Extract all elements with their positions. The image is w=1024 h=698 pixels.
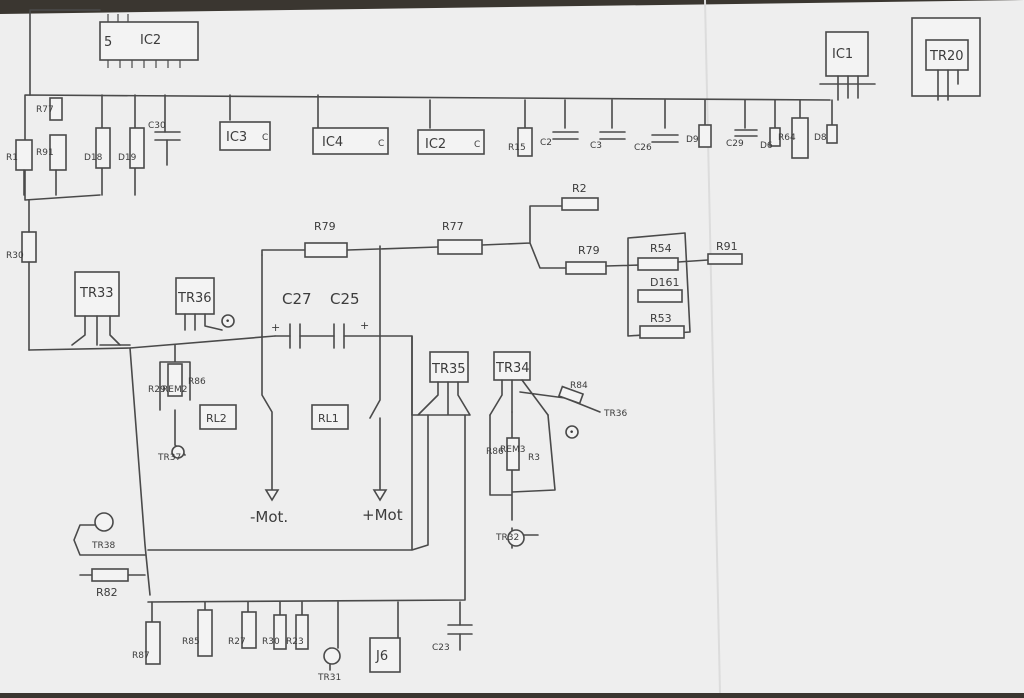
- r1-label: R1: [6, 153, 18, 163]
- c2-label: C2: [540, 138, 552, 148]
- r23-label: R23: [286, 637, 304, 647]
- tr36-label: TR36: [177, 291, 212, 306]
- r64-label: R64: [778, 133, 796, 143]
- tr35-transistor: TR35: [411, 351, 471, 416]
- ic4-c: C: [378, 139, 384, 149]
- minus-mot-label: -Mot.: [250, 508, 288, 526]
- rem-right-label: REM3: [500, 445, 525, 455]
- tr36-transistor: TR36 •: [175, 277, 235, 331]
- left-resistor-column: R1 R77 R91 R30: [6, 97, 67, 351]
- r87-label: R87: [132, 651, 150, 661]
- r91-label: R91: [36, 148, 54, 158]
- c27-c25-capacitors: C27 C25 + +: [261, 245, 413, 416]
- r30-label: R30: [6, 251, 24, 261]
- ic4-label: IC4: [322, 135, 343, 150]
- tr37-label: TR37: [157, 453, 181, 463]
- tr38-label: TR38: [91, 541, 115, 551]
- r79-top-label: R79: [314, 220, 336, 233]
- tr38-transistor: TR38: [73, 512, 146, 556]
- r82-label: R82: [96, 586, 118, 599]
- bottom-resistor-row: R87 R85 R27 R30 R23 TR31 J6: [132, 601, 401, 683]
- ic3-label: IC3: [226, 130, 247, 145]
- middle-resistor-network: R79 R77 R2 R79 R54 D161 R53 R91: [261, 182, 743, 339]
- r77-left-label: R77: [36, 105, 54, 115]
- top-ic2: IC2 5: [29, 9, 199, 96]
- pin5-label: 5: [104, 35, 112, 50]
- ic2-c: C: [474, 140, 480, 150]
- tr34-label: TR34: [495, 361, 530, 376]
- rl2-label: RL2: [206, 412, 227, 425]
- r30-bottom-label: R30: [262, 637, 280, 647]
- top-ic2-label: IC2: [140, 33, 161, 48]
- d161-label: D161: [650, 276, 679, 289]
- right-rail-components: R15 C2 C3 C26 D9 C29 D6 R64 D8: [508, 99, 838, 159]
- tr37-network: R29 REM2 R86 TR37: [148, 344, 206, 463]
- tr20-label: TR20: [929, 49, 964, 64]
- tr20-transistor: TR20: [911, 17, 981, 101]
- marker-a: •: [225, 317, 230, 327]
- tr34-transistor: TR34 R84 TR36 •: [489, 351, 627, 439]
- tr35-label: TR35: [431, 362, 466, 377]
- d6-label: D6: [760, 141, 773, 151]
- marker-b: •: [569, 428, 574, 438]
- ic-row: IC3 C IC4 C IC2 C: [219, 94, 485, 155]
- r3-label: R3: [528, 453, 540, 463]
- relay-rl2: RL2 -Mot.: [199, 335, 288, 526]
- c25-plus: +: [360, 319, 369, 332]
- r53-label: R53: [650, 312, 672, 325]
- c26-label: C26: [634, 143, 652, 153]
- r29-label: R29: [148, 385, 166, 395]
- relay-rl1: RL1 +Mot: [311, 335, 403, 524]
- plus-mot-label: +Mot: [362, 506, 403, 524]
- d9-label: D9: [686, 135, 699, 145]
- tr33-transistor: TR33: [71, 271, 121, 346]
- c30-label: C30: [148, 121, 166, 131]
- r85-label: R85: [182, 637, 200, 647]
- r54-label: R54: [650, 242, 672, 255]
- paper-fold: [704, 0, 721, 694]
- tr32-label: TR32: [495, 533, 519, 543]
- r2-label: R2: [572, 182, 587, 195]
- r79-label: R79: [578, 244, 600, 257]
- tr36-arrow-label: TR36: [603, 409, 627, 419]
- r86-label: R86: [486, 447, 504, 457]
- rl1-label: RL1: [318, 412, 339, 425]
- tr32-network: R86 REM3 R3 TR32: [486, 411, 556, 549]
- ic1-label: IC1: [832, 47, 853, 62]
- d19-label: D19: [118, 153, 137, 163]
- c27-plus: +: [271, 321, 280, 334]
- r15-label: R15: [508, 143, 526, 153]
- r77-label: R77: [442, 220, 464, 233]
- d18-label: D18: [84, 153, 103, 163]
- r91-right-label: R91: [716, 240, 738, 253]
- c23-label: C23: [432, 643, 450, 653]
- top-rail-components: D18 D19 C30: [84, 94, 181, 196]
- r84-label: R84: [570, 381, 588, 391]
- c23-capacitor: C23: [432, 601, 473, 653]
- r27-label: R27: [228, 637, 246, 647]
- ic2-label: IC2: [425, 137, 446, 152]
- rem-left-label: REM2: [162, 385, 187, 395]
- ground-loop: [129, 335, 466, 603]
- box-label: J6: [375, 649, 388, 664]
- d8-label: D8: [814, 133, 827, 143]
- c29-label: C29: [726, 139, 744, 149]
- r3-left-label: R86: [188, 377, 206, 387]
- r82-resistor: R82: [79, 568, 146, 599]
- c3-label: C3: [590, 141, 602, 151]
- c25-label: C25: [330, 290, 360, 308]
- ic1-regulator: IC1: [819, 31, 876, 101]
- ic3-c: C: [262, 133, 268, 143]
- tr33-label: TR33: [79, 286, 114, 301]
- c27-label: C27: [282, 290, 312, 308]
- tr31-label: TR31: [317, 673, 341, 683]
